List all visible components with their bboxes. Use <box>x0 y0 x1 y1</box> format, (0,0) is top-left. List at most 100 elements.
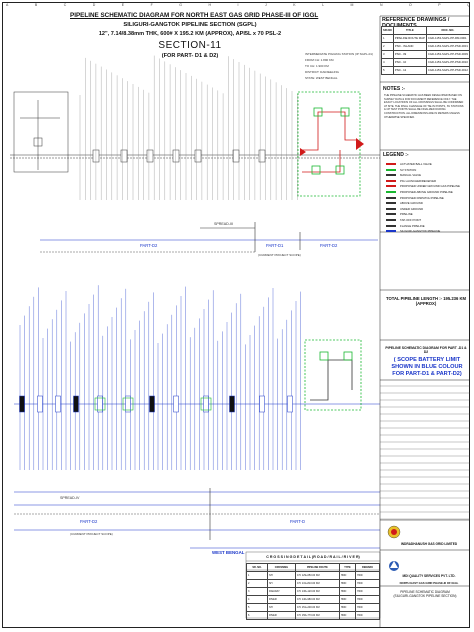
table-cell: HDD <box>338 579 357 588</box>
valve-symbol <box>229 395 235 413</box>
valve-symbol <box>194 149 202 163</box>
title-block-line2: (SILIGURI-GANGTOK PIPELINE SECTION) <box>393 594 457 598</box>
valve-symbol <box>172 149 180 163</box>
crossing-col-remark: REMARK <box>355 563 380 572</box>
sv-station-symbol <box>94 397 106 411</box>
legend-item: PIG LAUNCHER/RECEIVER <box>400 178 437 183</box>
ref-col-title: TITLE <box>392 26 427 35</box>
part-d1-label: PART-D1 <box>266 243 284 248</box>
valve-symbol <box>120 149 128 163</box>
section-title: SECTION-11 <box>158 40 222 51</box>
legend-item: PROPOSED ABOVE GROUND PIPELINE <box>400 190 453 194</box>
table-cell: HDD <box>355 587 380 596</box>
intermediate-station-label: INTERMEDIATE PIGGING STATION (IP SGPL-01… <box>305 52 373 56</box>
diagram-subtitle: SILIGURI-GANGTOK PIPELINE SECTION (SGPL) <box>123 22 257 28</box>
igl-logo <box>387 525 401 539</box>
valve-symbol <box>146 149 154 163</box>
station-chainage-to: TO CH: 1.900 KM <box>305 64 329 68</box>
part-d2-label-upper: PART-D2 <box>140 243 158 248</box>
valve-symbol <box>203 395 209 413</box>
title-block: PIPELINE SCHEMATIC DIAGRAM (SILIGURI-GAN… <box>382 590 468 598</box>
legend-symbol <box>386 224 396 227</box>
current-scope-label-lower: (CURRENT PROJECT SCOPE) <box>70 532 113 536</box>
legend-symbol <box>386 230 396 233</box>
part-d2-label-right: PART-D2 <box>320 243 338 248</box>
legend-symbol <box>386 219 396 221</box>
scope-battery-limit-note: ( SCOPE BATTERY LIMIT SHOWN IN BLUE COLO… <box>391 357 463 377</box>
table-cell: CH. 131+810.00 KM <box>294 579 340 588</box>
legend-item: PROPOSED UNDER GROUND GAS PIPELINE <box>400 184 460 189</box>
table-cell: RAILWAY <box>267 587 296 596</box>
sv-station-symbol <box>200 397 212 411</box>
valve-symbol <box>258 149 266 163</box>
table-cell: HDD <box>338 595 357 604</box>
part-label: (FOR PART- D1 & D2) <box>161 53 219 59</box>
legend-item: ABOVE GROUND <box>400 201 423 206</box>
inlet-station <box>13 91 69 173</box>
upper-part-arrows <box>40 222 378 253</box>
legend-item: UNDER GROUND <box>400 206 424 211</box>
district-label: DISTRICT: DARJEELING <box>305 70 340 74</box>
legend-symbol <box>386 185 396 188</box>
table-cell: HDD <box>355 571 380 580</box>
valve-symbol <box>259 395 265 413</box>
drawing-sheet-border <box>2 2 470 628</box>
legend-symbol <box>386 163 396 165</box>
consultant-company: MDI QUALITY SERVICES PVT. LTD. <box>402 574 456 578</box>
table-cell: CH. 136+120.00 KM <box>294 587 340 596</box>
title-block-line1: PIPELINE SCHEMATIC DIAGRAM <box>400 590 450 594</box>
table-cell: HDD <box>355 603 380 612</box>
west-bengal-label: WEST BENGAL <box>212 550 245 555</box>
crossing-col-srno: SR. NO. <box>245 563 269 572</box>
table-cell: CH. 151+200.00 KM <box>294 603 340 612</box>
table-cell: 1 <box>245 571 269 580</box>
legend-symbol <box>386 207 396 210</box>
sv-station-symbol <box>122 397 134 411</box>
crossing-table-title: C R O S S I N G D E T A I L (R O A D / R… <box>266 555 360 559</box>
legend-symbol <box>386 174 396 177</box>
table-cell: HDD <box>338 587 357 596</box>
crossing-table: SR. NO. CROSSING PIPELINE ROUTE TYPE REM… <box>245 563 380 620</box>
table-cell: HDD <box>338 571 357 580</box>
valve-symbol <box>287 395 293 413</box>
valve-symbol <box>97 395 103 413</box>
total-pipeline-length: TOTAL PIPELINE LENGTH :- 195.236 KM (APP… <box>385 296 467 306</box>
table-cell: RIVER <box>267 611 296 620</box>
notes-text: THE PIPELINE SCHEMATIC HAS BEEN DEVELOPE… <box>384 94 464 119</box>
crossing-col-type: TYPE <box>338 563 357 572</box>
valve-symbol <box>149 395 155 413</box>
valve-symbol <box>125 395 131 413</box>
legend-symbol <box>386 168 396 171</box>
crossing-col-route: PIPELINE ROUTE <box>294 563 340 572</box>
lower-station <box>304 339 362 411</box>
legend-symbol <box>386 196 396 199</box>
mdi-logo <box>389 561 399 571</box>
valve-symbol <box>232 149 240 163</box>
table-cell: SH <box>267 579 296 588</box>
legend-title: LEGEND :- <box>383 152 409 158</box>
part-d-label-lower: PART-D <box>290 519 305 524</box>
upper-pipeline <box>10 149 380 163</box>
legend-item: PIPELINE <box>400 212 413 217</box>
ref-col-docno: DOC. NO. <box>425 26 470 35</box>
project-name: NORTH EAST GAS GRID PHASE-III OF IGGL <box>399 581 459 585</box>
psd-part-title: PIPELINE SCHEMATIC DIAGRAM FOR PART -D1 … <box>385 346 467 354</box>
intermediate-pigging-station <box>297 91 364 197</box>
ref-col-srno: SR.NO <box>381 26 394 35</box>
valve-symbol <box>19 395 25 413</box>
diagram-title: PIPELINE SCHEMATIC DIAGRAM FOR NORTH EAS… <box>70 12 319 19</box>
state-label: STATE: WEST BENGAL <box>305 76 338 80</box>
legend-symbol <box>386 213 396 216</box>
table-cell: CH. 140+980.00 KM <box>294 595 340 604</box>
valve-symbol <box>73 395 79 413</box>
pipeline-spec: 12", 7.14/8.38mm THK, 600# X 195.2 KM (A… <box>98 31 282 37</box>
